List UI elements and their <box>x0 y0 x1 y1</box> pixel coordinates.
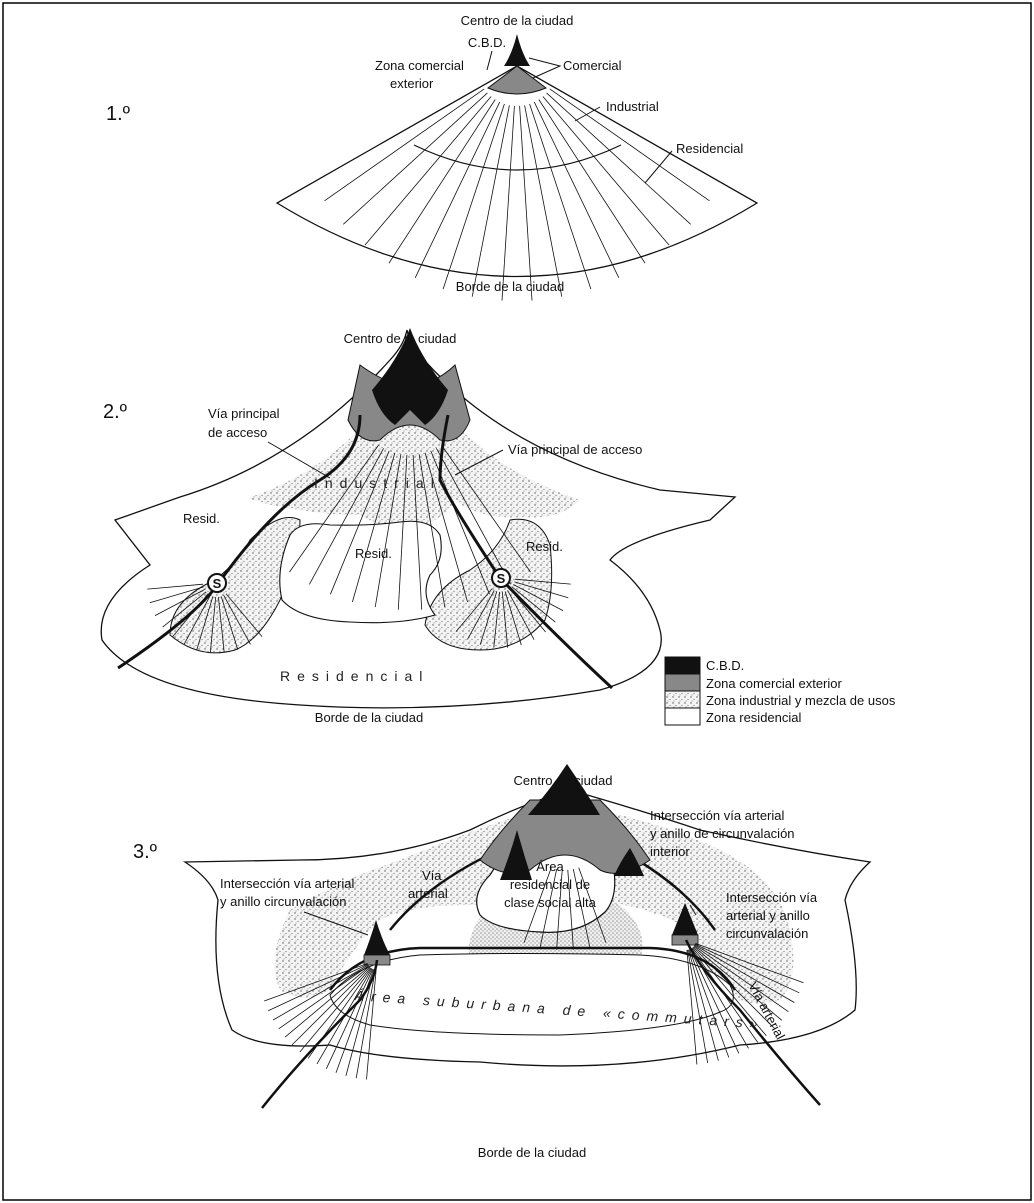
legend-label-cbd: C.B.D. <box>706 658 744 673</box>
panel3-upper-class-label-3: clase social alta <box>504 895 597 910</box>
panel3-right-ring-label-1: Intersección vía <box>726 890 818 905</box>
panel-1: 1.º Centro de la ciudad C.B.D. Zona come… <box>106 13 757 301</box>
panel1-edge-label: Borde de la ciudad <box>456 279 564 294</box>
panel2-road-left-label-2: de acceso <box>208 425 267 440</box>
panel3-arterial-label-2: arterial <box>408 886 448 901</box>
panel3-right-ring-label-2: arterial y anillo <box>726 908 810 923</box>
panel1-commercial-label: Comercial <box>563 58 622 73</box>
panel3-inner-ring-label-1: Intersección vía arterial <box>650 808 785 823</box>
legend-swatch-cbd <box>665 657 700 674</box>
panel2-center-label: Centro de la ciudad <box>344 331 457 346</box>
panel2-central-residential <box>280 521 441 622</box>
panel2-industrial-label: Industrial <box>314 475 441 491</box>
panel3-left-ring-label-1: Intersección vía arterial <box>220 876 355 891</box>
panel2-resid-left-label: Resid. <box>183 511 220 526</box>
panel3-center-label: Centro de ciudad <box>513 773 612 788</box>
panel1-industrial-label: Industrial <box>606 99 659 114</box>
panel2-road-right-label: Vía principal de acceso <box>508 442 642 457</box>
panel2-number: 2.º <box>103 401 128 423</box>
legend-label-industrial: Zona industrial y mezcla de usos <box>706 693 896 708</box>
panel-3: 3.º Centro de ciudad Intersección vía ar… <box>133 764 870 1160</box>
legend-swatch-industrial <box>665 691 700 708</box>
panel1-cbd-peak <box>504 34 530 66</box>
panel1-number: 1.º <box>106 103 131 125</box>
panel1-outer-commercial-label-1: Zona comercial <box>375 58 464 73</box>
legend: C.B.D. Zona comercial exterior Zona indu… <box>665 657 896 725</box>
panel1-outer-commercial-label-2: exterior <box>390 76 434 91</box>
legend-label-commercial: Zona comercial exterior <box>706 676 842 691</box>
panel3-number: 3.º <box>133 841 158 863</box>
panel3-right-ring-label-3: circunvalación <box>726 926 808 941</box>
panel2-road-left-label-1: Vía principal <box>208 406 280 421</box>
panel3-arterial-label-1: Vía <box>422 868 442 883</box>
panel2-station-right-label: S <box>497 571 506 586</box>
panel3-peak-right-outer-commercial <box>672 935 698 945</box>
panel1-city-fan <box>277 66 757 277</box>
panel2-station-left-label: S <box>213 576 222 591</box>
panel1-residential-label: Residencial <box>676 141 743 156</box>
panel3-edge-label: Borde de la ciudad <box>478 1145 586 1160</box>
panel1-center-label: Centro de la ciudad <box>461 13 574 28</box>
panel2-resid-center-label: Resid. <box>355 546 392 561</box>
panel3-upper-class-label-2: residencial de <box>510 877 590 892</box>
legend-label-residential: Zona residencial <box>706 710 801 725</box>
panel2-residential-label: Residencial <box>280 668 429 684</box>
panel3-left-ring-label-2: y anillo circunvalación <box>220 894 346 909</box>
panel-2: S S 2.º Centro de la ciudad Vía principa… <box>101 328 735 725</box>
panel3-upper-class-label-1: Área <box>536 859 564 874</box>
panel3-inner-ring-label-2: y anillo de circunvalación <box>650 826 795 841</box>
panel2-edge-label: Borde de la ciudad <box>315 710 423 725</box>
panel3-central-cbd <box>528 764 600 815</box>
panel1-cbd-label: C.B.D. <box>468 35 506 50</box>
legend-swatch-residential <box>665 708 700 725</box>
panel3-inner-ring-label-3: interior <box>650 844 690 859</box>
panel2-resid-right-label: Resid. <box>526 539 563 554</box>
legend-swatch-commercial <box>665 674 700 691</box>
